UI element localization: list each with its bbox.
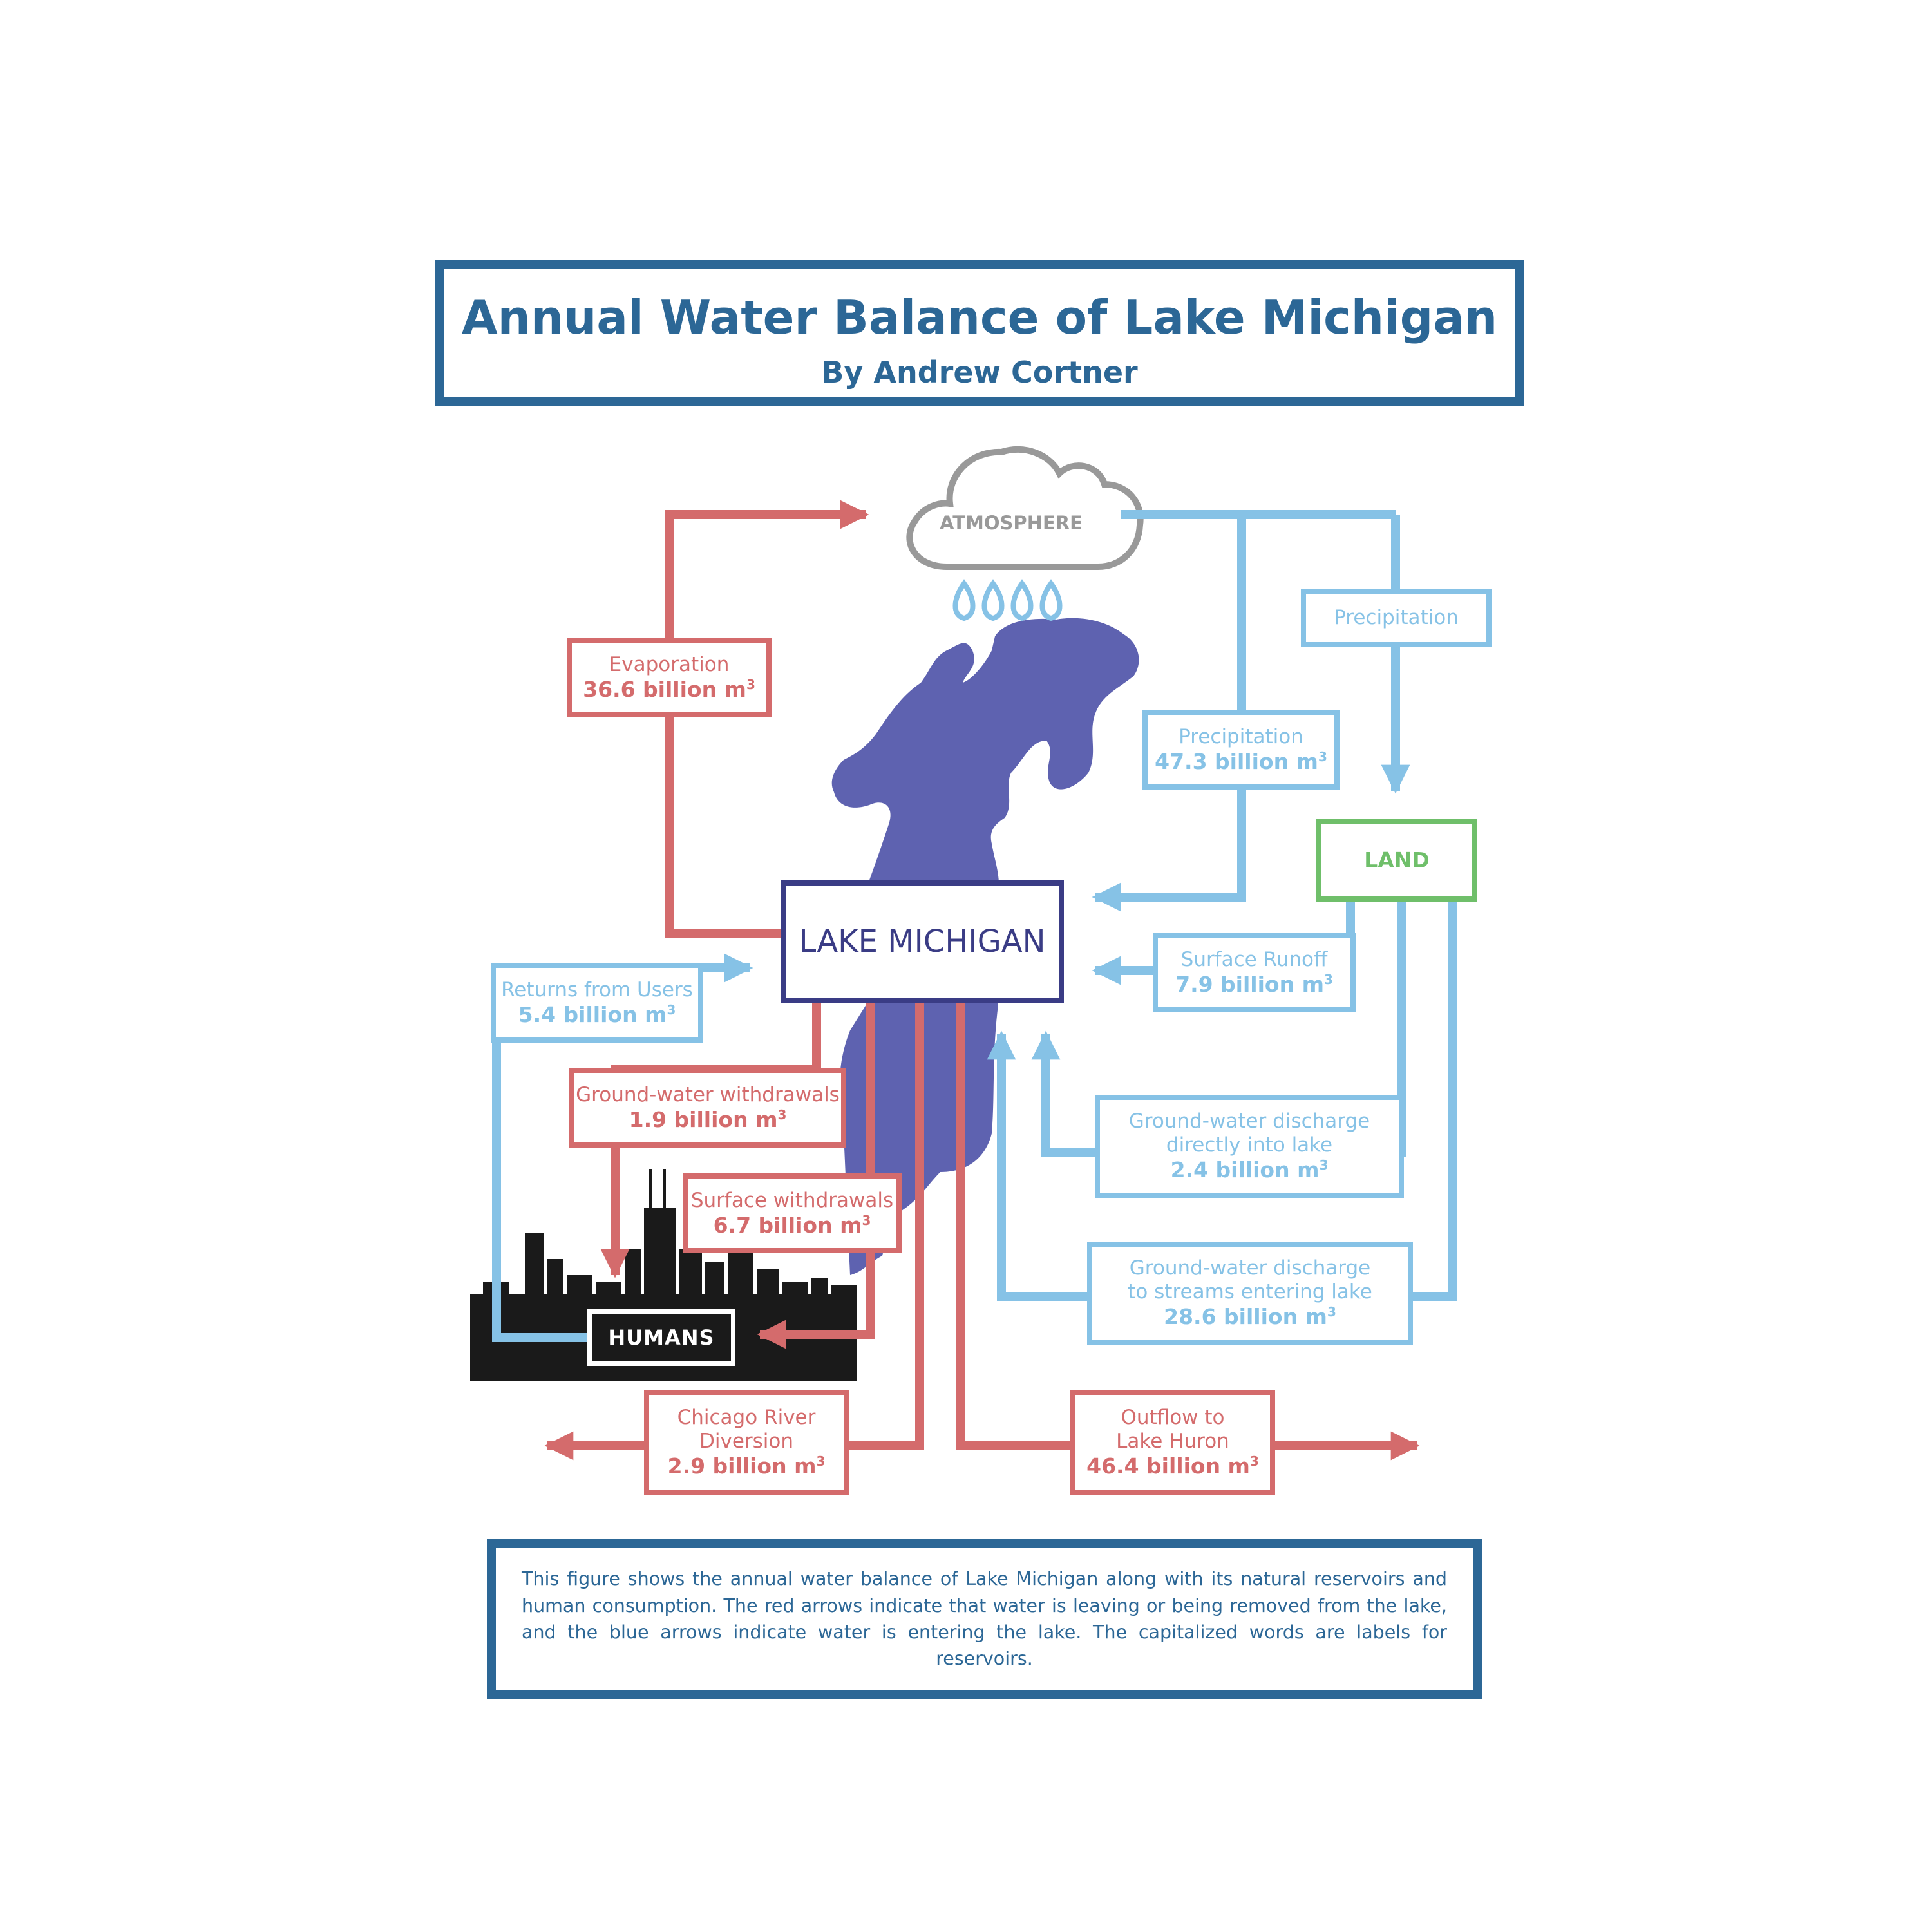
gw-discharge-direct-label-box: Ground-water discharge directly into lak… bbox=[1095, 1095, 1404, 1198]
surface-withdrawals-value: 6.7 billion m3 bbox=[713, 1212, 871, 1238]
page-title: Annual Water Balance of Lake Michigan bbox=[461, 290, 1498, 345]
evaporation-label: Evaporation bbox=[609, 652, 730, 676]
title-banner: Annual Water Balance of Lake Michigan By… bbox=[435, 260, 1524, 406]
evaporation-label-box: Evaporation 36.6 billion m3 bbox=[567, 638, 772, 717]
land-label: LAND bbox=[1364, 848, 1430, 873]
evaporation-arrow bbox=[665, 500, 869, 938]
outflow-huron-arrow bbox=[956, 1003, 1420, 1461]
precipitation-land-label: Precipitation bbox=[1334, 606, 1459, 630]
chicago-river-label-box: Chicago River Diversion 2.9 billion m3 bbox=[644, 1390, 849, 1495]
surface-runoff-label: Surface Runoff bbox=[1180, 947, 1328, 971]
returns-from-users-label-box: Returns from Users 5.4 billion m3 bbox=[491, 963, 703, 1043]
precipitation-lake-label: Precipitation bbox=[1179, 724, 1303, 748]
returns-from-users-label: Returns from Users bbox=[501, 978, 693, 1001]
gw-discharge-streams-label-box: Ground-water discharge to streams enteri… bbox=[1087, 1242, 1413, 1345]
precipitation-lake-arrow bbox=[1092, 515, 1246, 912]
chicago-river-label-1: Chicago River bbox=[677, 1406, 816, 1430]
chicago-river-label-2: Diversion bbox=[699, 1430, 794, 1454]
gw-discharge-direct-value: 2.4 billion m3 bbox=[1170, 1157, 1329, 1183]
outflow-huron-label-box: Outflow to Lake Huron 46.4 billion m3 bbox=[1070, 1390, 1275, 1495]
page-subtitle: By Andrew Cortner bbox=[821, 355, 1138, 390]
lake-michigan-box: LAKE MICHIGAN bbox=[781, 880, 1064, 1003]
surface-withdrawals-label: Surface withdrawals bbox=[690, 1188, 894, 1212]
precipitation-lake-value: 47.3 billion m3 bbox=[1155, 748, 1327, 774]
atmosphere-label: ATMOSPHERE bbox=[940, 512, 1083, 534]
gw-discharge-direct-label-2: directly into lake bbox=[1166, 1133, 1333, 1157]
precipitation-lake-label-box: Precipitation 47.3 billion m3 bbox=[1142, 710, 1340, 790]
surface-withdrawals-label-box: Surface withdrawals 6.7 billion m3 bbox=[683, 1173, 902, 1253]
humans-box: HUMANS bbox=[587, 1309, 735, 1366]
gw-discharge-streams-label-1: Ground-water discharge bbox=[1129, 1256, 1371, 1280]
precipitation-land-label-box: Precipitation bbox=[1301, 589, 1492, 647]
chicago-river-value: 2.9 billion m3 bbox=[667, 1454, 826, 1479]
gw-discharge-direct-label-1: Ground-water discharge bbox=[1128, 1110, 1370, 1133]
evaporation-value: 36.6 billion m3 bbox=[583, 676, 755, 702]
land-box: LAND bbox=[1316, 819, 1477, 902]
groundwater-withdrawals-label-box: Ground-water withdrawals 1.9 billion m3 bbox=[569, 1068, 846, 1148]
surface-runoff-label-box: Surface Runoff 7.9 billion m3 bbox=[1153, 933, 1356, 1012]
caption-text: This figure shows the annual water balan… bbox=[522, 1568, 1447, 1670]
gw-discharge-streams-value: 28.6 billion m3 bbox=[1164, 1304, 1336, 1330]
gw-discharge-streams-label-2: to streams entering lake bbox=[1128, 1280, 1372, 1304]
outflow-huron-label-2: Lake Huron bbox=[1116, 1430, 1229, 1454]
outflow-huron-value: 46.4 billion m3 bbox=[1086, 1454, 1259, 1479]
returns-from-users-value: 5.4 billion m3 bbox=[518, 1001, 676, 1027]
caption-box: This figure shows the annual water balan… bbox=[487, 1539, 1482, 1699]
rain-drops-icon bbox=[952, 579, 1063, 621]
groundwater-withdrawals-value: 1.9 billion m3 bbox=[629, 1106, 787, 1132]
groundwater-withdrawals-label: Ground-water withdrawals bbox=[576, 1083, 840, 1106]
surface-withdrawals-arrow bbox=[757, 1003, 875, 1349]
surface-runoff-value: 7.9 billion m3 bbox=[1175, 971, 1333, 997]
atmosphere-cloud bbox=[906, 446, 1144, 570]
outflow-huron-label-1: Outflow to bbox=[1121, 1406, 1225, 1430]
